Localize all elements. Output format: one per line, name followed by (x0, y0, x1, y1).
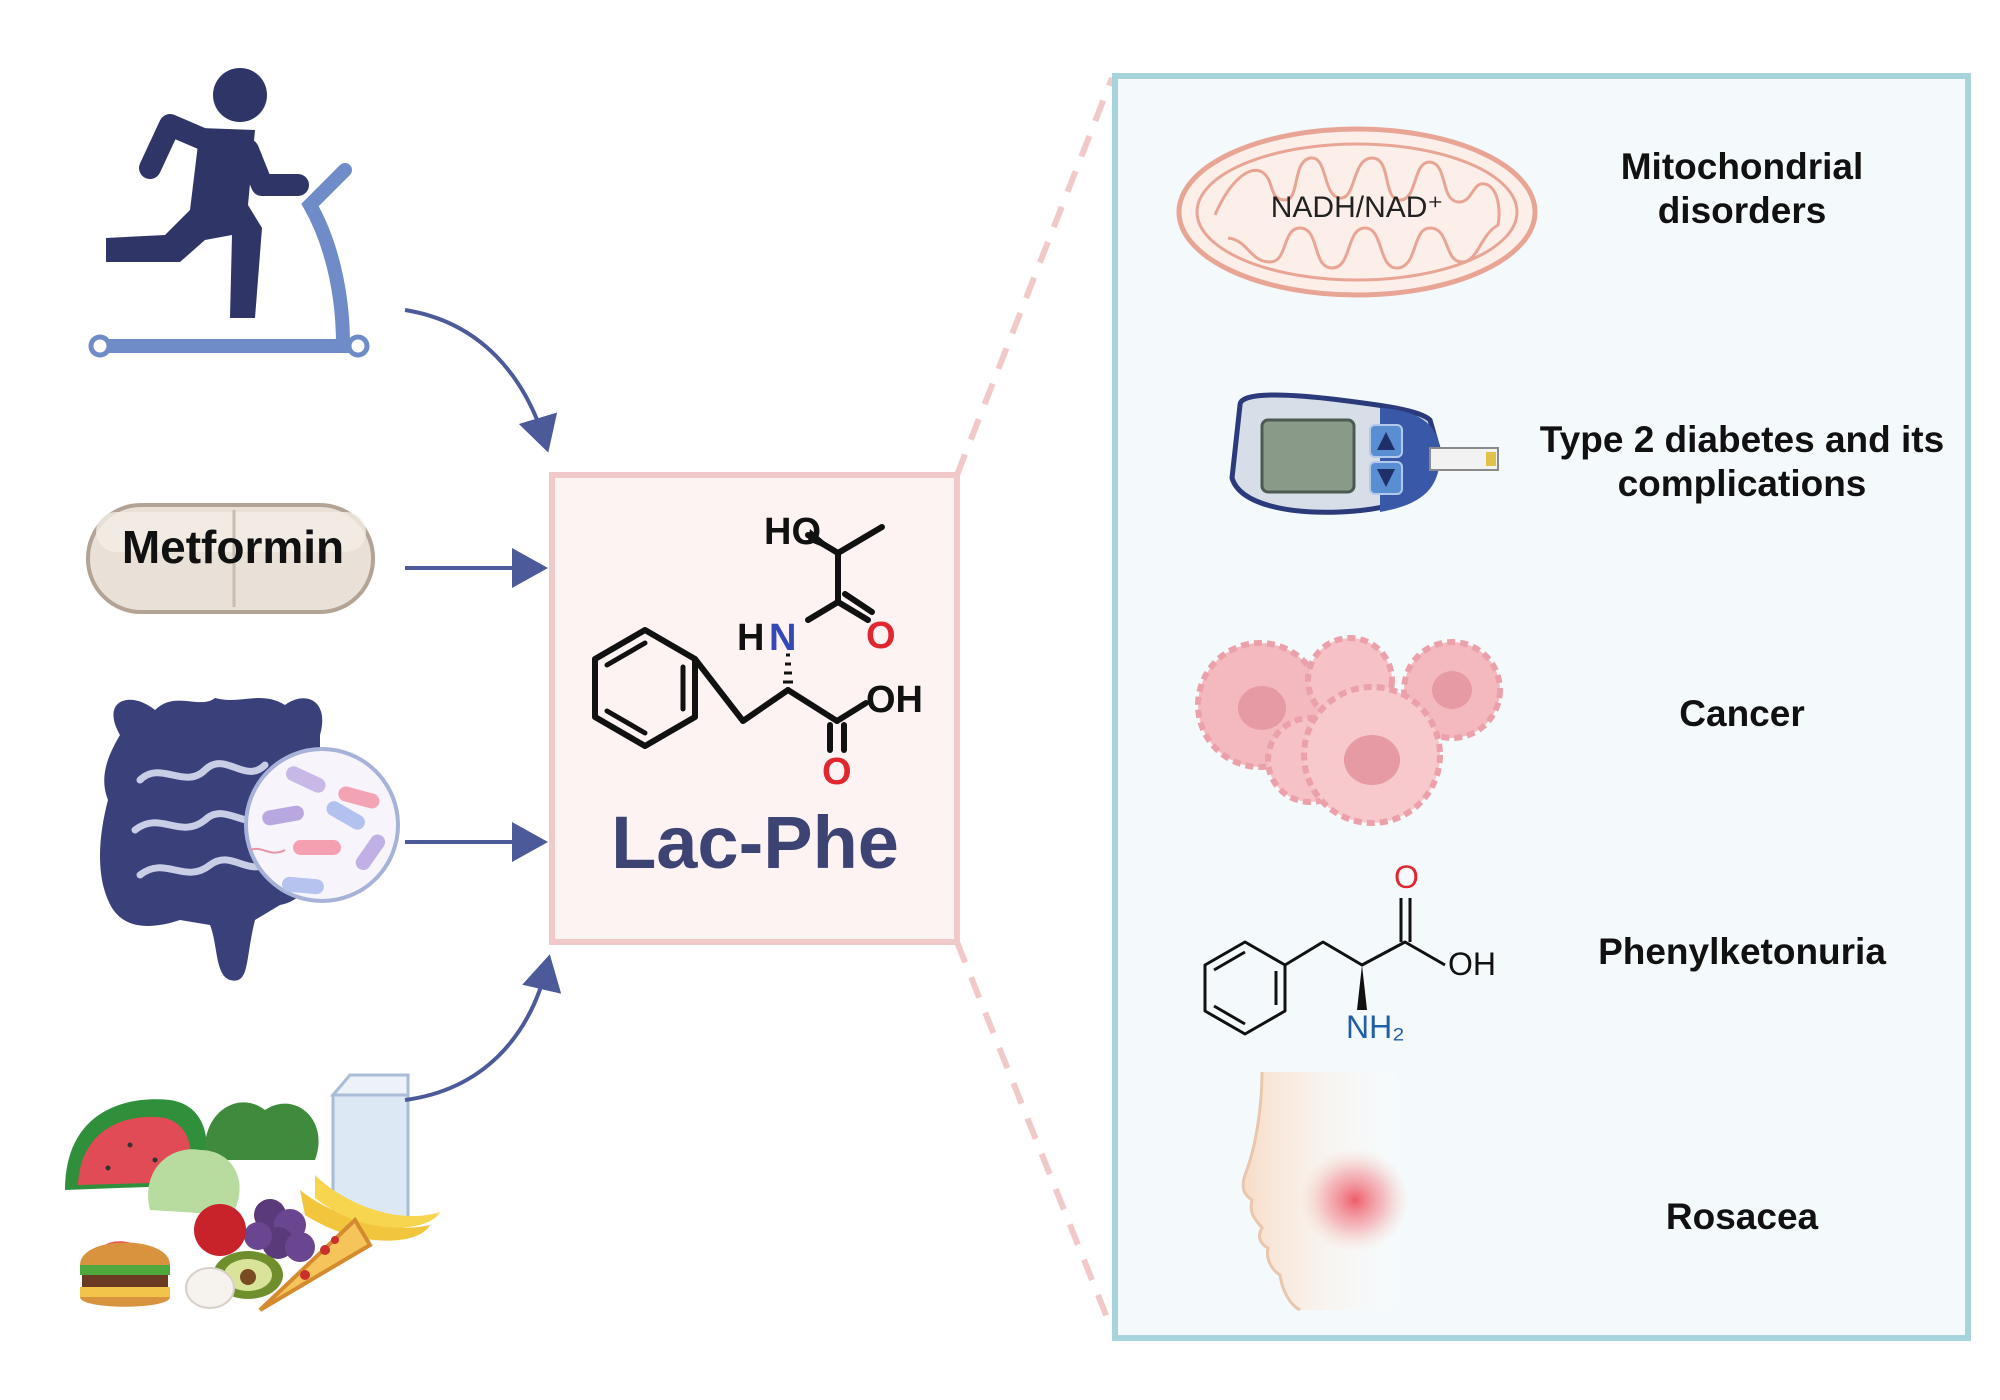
phe-atom-oh: OH (1448, 946, 1496, 982)
metformin-pill-icon (86, 503, 375, 614)
metformin-label: Metformin (121, 521, 345, 573)
nadh-nad-label: NADH/NAD⁺ (1271, 191, 1444, 224)
glucometer-icon (1229, 392, 1499, 515)
exercise-treadmill-icon (88, 68, 370, 358)
mitochondrion-icon: NADH/NAD⁺ (1176, 126, 1538, 298)
atom-ho: HO (764, 511, 821, 553)
atom-o-amide: O (866, 615, 896, 657)
disease-cancer: Cancer (1679, 693, 1805, 734)
phe-atom-o: O (1394, 859, 1419, 895)
lacphe-structure (592, 524, 885, 753)
rosacea-face-icon (1241, 1071, 1414, 1312)
atom-o-acid: O (822, 751, 852, 793)
gut-microbiota-icon (100, 698, 400, 981)
disease-pku: Phenylketonuria (1598, 931, 1886, 972)
atom-oh-acid: OH (866, 679, 923, 721)
phe-wedge-bond (1357, 965, 1367, 1010)
cancer-cells-icon (1195, 635, 1503, 826)
atom-hn-n: N (769, 617, 796, 659)
lacphe-box (549, 472, 960, 945)
arrow-exercise (404, 308, 558, 453)
arrow-diet (404, 954, 562, 1102)
stereo-wedge-bond (808, 529, 838, 553)
atom-hn-h: H (737, 617, 764, 659)
disease-rosacea: Rosacea (1665, 1196, 1819, 1237)
phe-atom-nh2: NH₂ (1346, 1009, 1405, 1045)
disease-mitochondrial: Mitochondrial disorders (1620, 146, 1864, 231)
lacphe-title: Lac-Phe (611, 801, 899, 884)
stereo-hash-bond (783, 653, 793, 684)
diet-food-icon (65, 1073, 440, 1312)
input-arrows (404, 308, 562, 1102)
zoom-connector-lines (954, 76, 1115, 1332)
disease-diabetes: Type 2 diabetes and its complications (1539, 419, 1945, 504)
